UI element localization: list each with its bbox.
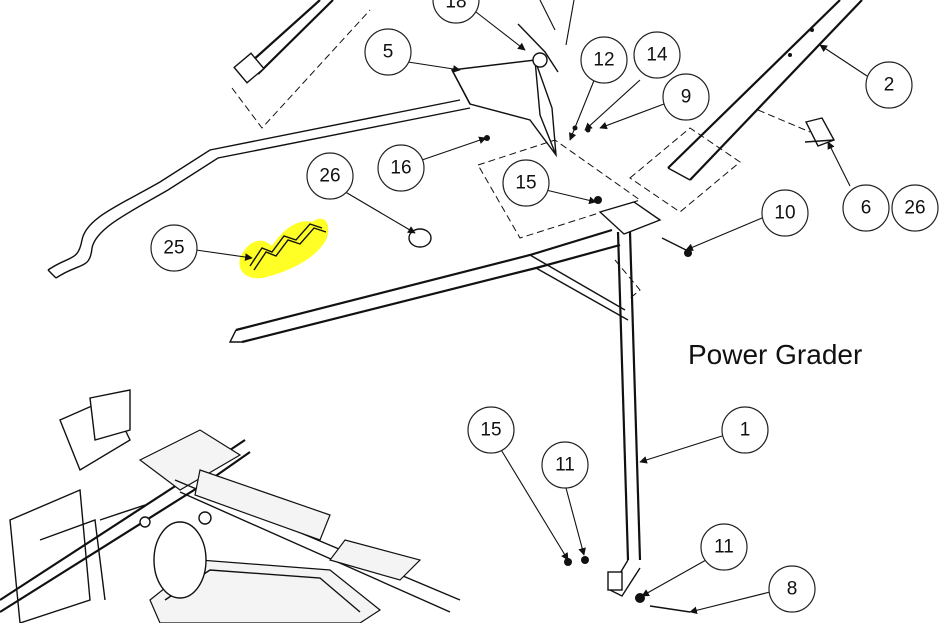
callout-15-lower: 15 bbox=[467, 406, 515, 454]
callout-1: 1 bbox=[721, 406, 769, 454]
callout-15-upper: 15 bbox=[502, 159, 550, 207]
svg-text:6: 6 bbox=[861, 198, 872, 219]
callout-5: 5 bbox=[364, 28, 412, 76]
callout-11-lower: 11 bbox=[700, 523, 748, 571]
svg-text:12: 12 bbox=[593, 50, 614, 71]
tee-arm bbox=[228, 201, 662, 344]
callout-9: 9 bbox=[662, 73, 710, 121]
svg-text:11: 11 bbox=[714, 537, 734, 558]
callout-26-ring: 26 bbox=[306, 152, 354, 200]
svg-text:15: 15 bbox=[480, 420, 501, 441]
svg-text:8: 8 bbox=[787, 579, 798, 600]
svg-text:1: 1 bbox=[740, 420, 751, 441]
highlighted-part-25 bbox=[239, 218, 329, 279]
callout-25: 25 bbox=[150, 224, 198, 272]
upper-left-link bbox=[231, 0, 371, 129]
svg-text:26: 26 bbox=[319, 166, 340, 187]
svg-text:16: 16 bbox=[390, 158, 411, 179]
ring-part-26 bbox=[408, 228, 432, 248]
rail-tube bbox=[629, 0, 863, 213]
svg-text:2: 2 bbox=[884, 75, 895, 96]
diagram-title: Power Grader bbox=[688, 339, 862, 370]
callout-18: 18 bbox=[432, 0, 480, 24]
svg-text:9: 9 bbox=[681, 87, 692, 108]
leader-lines bbox=[195, 0, 868, 615]
handle-rod bbox=[47, 99, 471, 279]
svg-text:10: 10 bbox=[774, 203, 795, 224]
svg-text:11: 11 bbox=[555, 455, 575, 476]
callout-14: 14 bbox=[633, 31, 681, 79]
bracket-assembly bbox=[450, 23, 642, 239]
svg-text:5: 5 bbox=[383, 42, 394, 63]
callout-26-clip: 26 bbox=[891, 184, 939, 232]
callout-10: 10 bbox=[761, 189, 809, 237]
callout-11-upper: 11 bbox=[541, 441, 589, 489]
svg-text:25: 25 bbox=[163, 238, 184, 259]
callout-6: 6 bbox=[842, 184, 890, 232]
callout-8: 8 bbox=[768, 565, 816, 613]
svg-text:26: 26 bbox=[904, 198, 925, 219]
svg-text:14: 14 bbox=[646, 45, 668, 66]
clip-bracket bbox=[757, 109, 836, 147]
callout-2: 2 bbox=[865, 61, 913, 109]
svg-text:18: 18 bbox=[445, 0, 466, 13]
vertical-post bbox=[607, 231, 642, 597]
svg-text:15: 15 bbox=[515, 173, 536, 194]
callout-16: 16 bbox=[377, 144, 425, 192]
callout-12: 12 bbox=[580, 36, 628, 84]
base-machine bbox=[0, 389, 461, 623]
